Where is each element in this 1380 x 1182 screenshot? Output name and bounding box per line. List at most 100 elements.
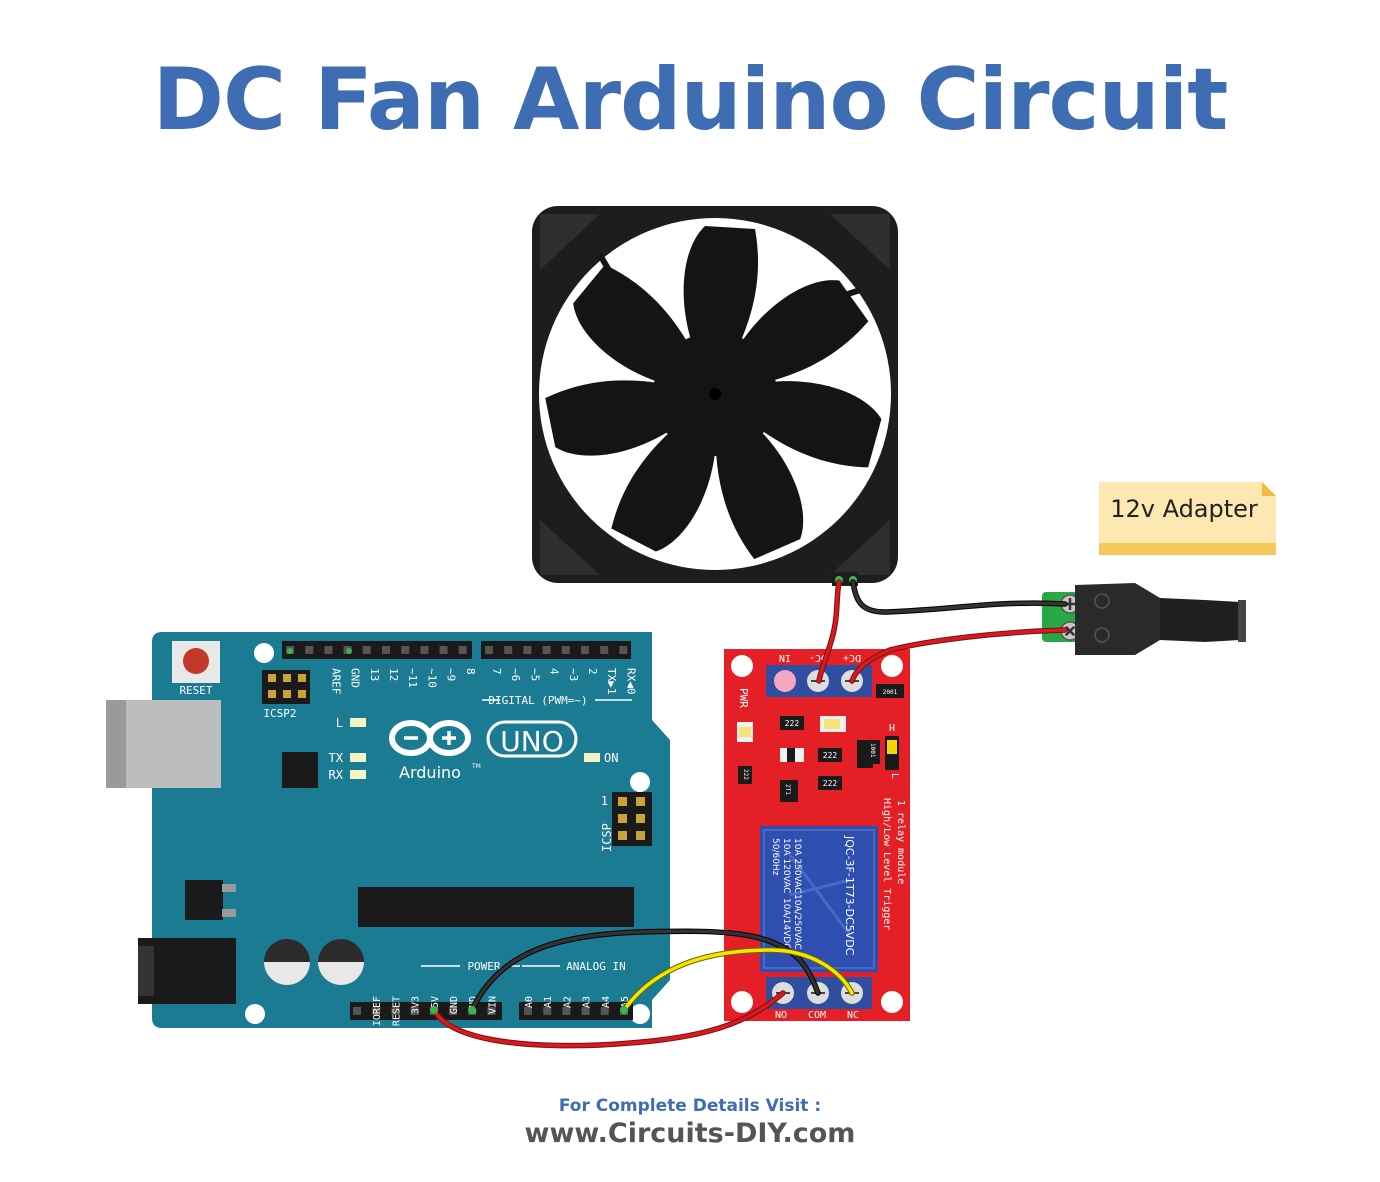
header-pin xyxy=(353,1007,361,1015)
header-pin xyxy=(542,646,551,654)
analog-pin-label: A4 xyxy=(601,996,612,1008)
arduino-brand: Arduino xyxy=(399,763,461,782)
pwr-label: PWR xyxy=(737,688,750,708)
l-label: L xyxy=(889,773,900,779)
relay-terminal-dc-plus: DC+ xyxy=(843,652,861,663)
relay-module-text: 1 relay module xyxy=(895,800,906,884)
header-pin xyxy=(382,646,390,654)
fan-blades xyxy=(545,226,882,560)
header-pin xyxy=(504,646,513,654)
digital-pin-label: ~11 xyxy=(406,668,419,688)
header-pin xyxy=(562,1007,571,1015)
power-pin-label: RESET xyxy=(391,996,402,1026)
header-pin xyxy=(600,1007,609,1015)
relay-spec-1: 10A 250VAC xyxy=(792,838,802,894)
power-pin-label: IOREF xyxy=(372,996,383,1026)
digital-pin-label: ~5 xyxy=(528,668,541,681)
header-pin xyxy=(362,646,371,654)
header-pin xyxy=(619,646,628,654)
digital-pin-label: 12 xyxy=(387,668,400,681)
arduino-logo: UNO Arduino TM xyxy=(389,720,578,782)
power-jack xyxy=(138,938,236,1004)
digital-header-2 xyxy=(481,641,631,659)
header-pin xyxy=(524,1007,532,1015)
digital-header-1 xyxy=(282,641,472,659)
atmega-chip xyxy=(358,887,634,927)
header-pin xyxy=(561,646,570,654)
led-rx-label: RX xyxy=(329,768,344,782)
relay-spec-5: 50/60Hz xyxy=(770,838,780,876)
adapter-note: 12v Adapter xyxy=(1099,482,1276,555)
resistor-5: 2001 xyxy=(883,689,898,696)
power-header xyxy=(350,1002,502,1020)
header-pin xyxy=(485,646,493,654)
header-pin xyxy=(372,1007,381,1015)
adapter-label: 12v Adapter xyxy=(1110,495,1258,523)
header-pin xyxy=(439,646,448,654)
header-pin xyxy=(581,646,589,654)
footer-visit-text: For Complete Details Visit : xyxy=(558,1096,822,1116)
analog-pin-label: A0 xyxy=(524,996,535,1008)
header-pin xyxy=(487,1007,496,1015)
resistor-4: 222 xyxy=(742,769,749,780)
power-label: POWER xyxy=(467,960,500,973)
resistor-1: 222 xyxy=(785,719,800,728)
relay-terminal-dc-minus: DC- xyxy=(809,652,827,663)
digital-pin-label: 7 xyxy=(490,668,503,675)
header-pin xyxy=(410,1007,419,1015)
relay-terminal-nc: NC xyxy=(847,1010,859,1021)
relay-module: IN DC- DC+ PWR 222 222 222 222 2T1 2001 … xyxy=(724,649,910,1021)
digital-pin-label: TX▶1 xyxy=(605,668,618,695)
resistor-6: 1001 xyxy=(869,743,876,758)
digital-pin-label: 2 xyxy=(586,668,599,675)
trademark: TM xyxy=(471,763,481,770)
analog-pin-label: A5 xyxy=(620,996,631,1008)
power-pin-label: 3V3 xyxy=(411,996,422,1014)
power-pin-label: GND xyxy=(449,996,460,1014)
digital-pin-label: 4 xyxy=(548,668,561,675)
page-title: DC Fan Arduino Circuit xyxy=(152,50,1229,150)
power-pin-label: VIN xyxy=(487,996,498,1014)
relay-spec-3: 10A 120VAC xyxy=(781,838,791,894)
relay-spec-2: 10A/250VAC xyxy=(792,894,802,950)
digital-pin-label: 8 xyxy=(464,668,477,675)
h-label: H xyxy=(889,721,895,732)
relay-trigger-text: High/Low Level Trigger xyxy=(881,798,892,930)
icsp-pin1-label: 1 xyxy=(601,794,608,808)
analog-label: ANALOG IN xyxy=(566,960,626,973)
reset-label: RESET xyxy=(179,684,212,697)
header-pin xyxy=(523,646,532,654)
header-pin xyxy=(305,646,314,654)
digital-pin-label: ~3 xyxy=(567,668,580,681)
led-on-label: ON xyxy=(604,751,618,765)
icsp-label: ICSP xyxy=(600,823,614,852)
header-pin xyxy=(600,646,609,654)
wires xyxy=(431,579,1068,1049)
header-pin xyxy=(458,646,467,654)
relay-terminal-com: COM xyxy=(808,1010,826,1021)
header-pin xyxy=(391,1007,400,1015)
led-l-label: L xyxy=(336,716,343,730)
header-pin xyxy=(449,1007,457,1015)
analog-pin-label: A1 xyxy=(543,996,554,1008)
analog-pin-label: A2 xyxy=(562,996,573,1008)
icsp2-label: ICSP2 xyxy=(263,707,296,720)
digital-pin-label: ~10 xyxy=(425,668,438,688)
digital-pin-label: 13 xyxy=(368,668,381,681)
header-pin xyxy=(420,646,429,654)
digital-pin-label: AREF xyxy=(329,668,342,695)
digital-pin-label: ~9 xyxy=(445,668,458,681)
resistor-3: 222 xyxy=(823,779,838,788)
footer-url[interactable]: www.Circuits-DIY.com xyxy=(524,1118,856,1149)
relay-spec-4: 10A/14VDC xyxy=(781,898,791,949)
resistor-2: 222 xyxy=(823,751,838,760)
power-pin-label: 5V xyxy=(430,996,441,1008)
digital-pin-label: ~6 xyxy=(509,668,522,681)
header-pin xyxy=(324,646,333,654)
led-tx-label: TX xyxy=(329,751,344,765)
relay-model: JQC-3F-1T73-DC5VDC xyxy=(843,835,856,956)
digital-pin-label: GND xyxy=(349,668,362,688)
relay-terminal-in: IN xyxy=(779,652,791,663)
